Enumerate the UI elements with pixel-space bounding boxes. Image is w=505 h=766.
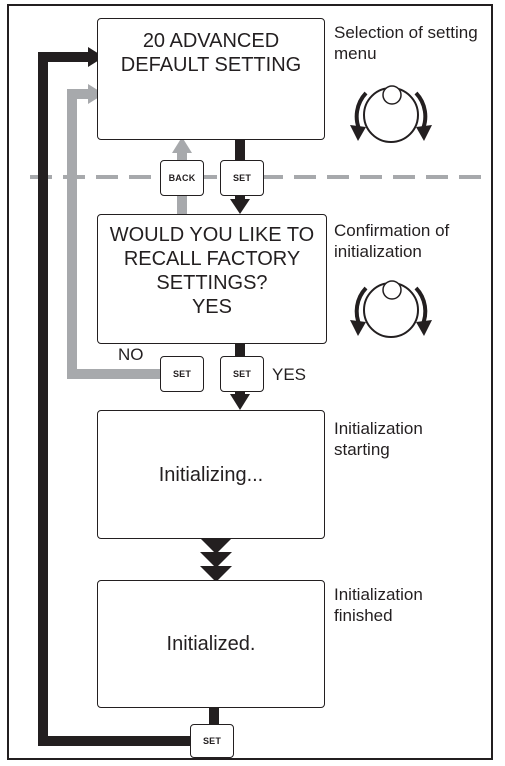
no-return-path xyxy=(67,89,160,379)
loop-return-path xyxy=(38,52,190,746)
diagram-frame xyxy=(7,4,493,760)
factory-reset-confirm-screen: WOULD YOU LIKE TO RECALL FACTORY SETTING… xyxy=(97,214,327,344)
set-arrowhead-1 xyxy=(230,199,250,214)
set-button-no[interactable]: SET xyxy=(160,356,204,392)
set-arrowhead-2 xyxy=(230,394,250,410)
rotary-knob-icon xyxy=(350,85,432,143)
chevron-2 xyxy=(200,552,232,568)
no-label: NO xyxy=(118,345,144,364)
loop-arrowhead xyxy=(88,47,104,67)
rotary-knob-icon xyxy=(350,280,432,338)
initializing-screen: Initializing... xyxy=(97,410,325,539)
initialized-screen: Initialized. xyxy=(97,580,325,708)
set-button-bottom[interactable]: SET xyxy=(190,724,234,758)
initialization-finished-description: Initialization finished xyxy=(334,585,423,625)
yes-label: YES xyxy=(272,365,307,384)
advanced-default-setting-screen: 20 ADVANCED DEFAULT SETTING xyxy=(97,18,325,140)
back-button[interactable]: BACK xyxy=(160,160,204,196)
chevron-3 xyxy=(200,566,232,582)
no-return-arrowhead xyxy=(88,84,104,104)
set-button-yes[interactable]: SET xyxy=(220,356,264,392)
initialization-starting-description: Initialization starting xyxy=(334,419,423,459)
back-arrowhead xyxy=(172,137,192,153)
chevron-1 xyxy=(200,538,232,554)
confirmation-description: Confirmation of initialization xyxy=(334,221,450,261)
set-button-top[interactable]: SET xyxy=(220,160,264,196)
selection-description: Selection of setting menu xyxy=(334,23,478,63)
